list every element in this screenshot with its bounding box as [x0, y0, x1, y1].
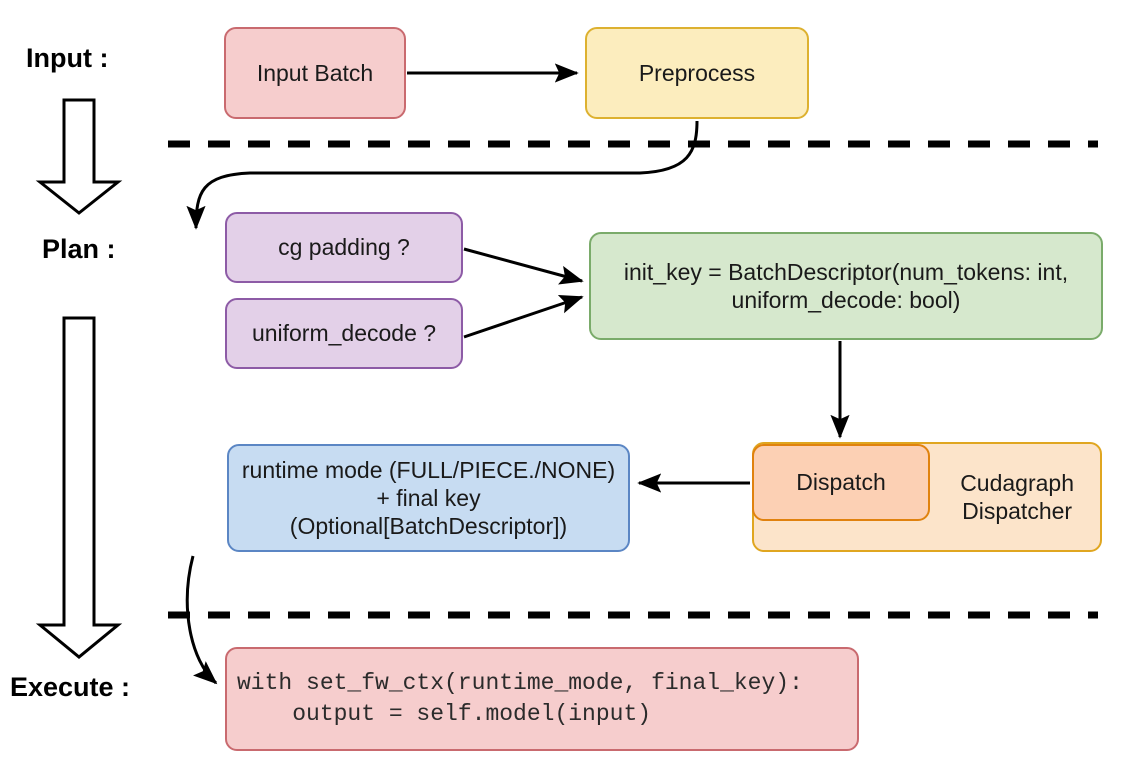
node-init-key[interactable]: init_key = BatchDescriptor(num_tokens: i…: [589, 232, 1103, 340]
node-execute-code[interactable]: with set_fw_ctx(runtime_mode, final_key)…: [225, 647, 859, 751]
edge-uniform-decode-to-init-key: [463, 295, 584, 339]
node-uniform-decode[interactable]: uniform_decode ?: [225, 298, 463, 369]
node-cg-padding[interactable]: cg padding ?: [225, 212, 463, 283]
edge-cg-padding-to-init-key: [463, 247, 584, 285]
node-preprocess[interactable]: Preprocess: [585, 27, 809, 119]
edge-runtime-mode-to-execute-code: [185, 555, 218, 685]
node-input-batch[interactable]: Input Batch: [224, 27, 406, 119]
stage-arrow-plan-to-execute: [35, 316, 123, 659]
node-dispatch[interactable]: Dispatch: [752, 444, 930, 521]
node-runtime-mode[interactable]: runtime mode (FULL/PIECE./NONE) + final …: [227, 444, 630, 552]
stage-arrow-input-to-plan: [35, 98, 123, 215]
stage-label-input: Input :: [26, 43, 109, 73]
stage-label-execute: Execute :: [10, 672, 131, 702]
stage-label-plan: Plan :: [42, 234, 116, 264]
